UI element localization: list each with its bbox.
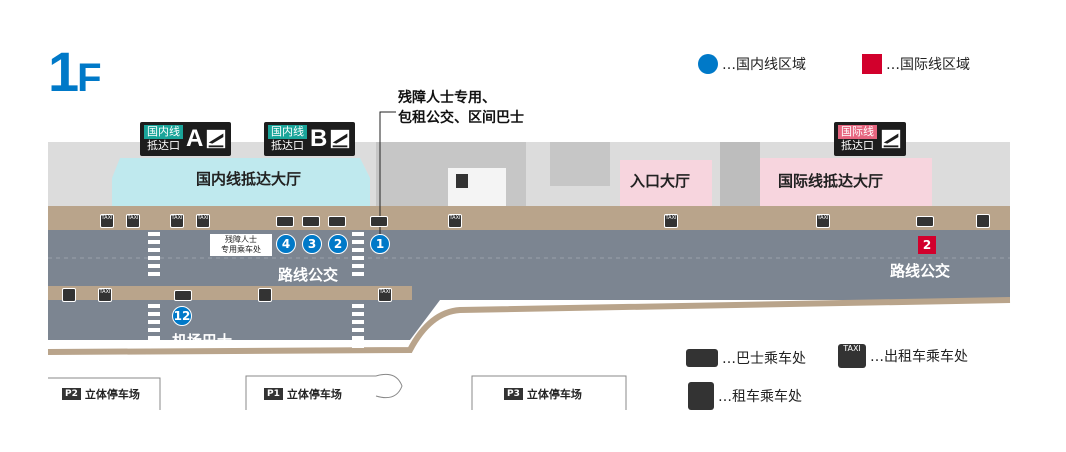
parking-p2-outline: [48, 377, 161, 410]
parking-p1-outline: [245, 375, 376, 410]
floor-label: 1F: [48, 40, 102, 103]
taxi-icon: TAXI: [838, 344, 866, 368]
intl-bus-stop-2[interactable]: 2: [922, 238, 932, 252]
road: [48, 230, 1010, 340]
exit-a-letter: A: [186, 125, 204, 152]
accessible-boarding-label: 残障人士 专用乘车处: [221, 235, 261, 254]
bus-stop-4[interactable]: 4: [276, 234, 296, 254]
exit-b-letter: B: [310, 125, 328, 152]
note-line-1: 残障人士专用、: [398, 90, 496, 106]
bus-icon: [916, 216, 934, 227]
bus-icon: [302, 216, 320, 227]
special-bus-note: 残障人士专用、 包租公交、区间巴士: [398, 88, 524, 128]
bus-icon: [370, 216, 388, 227]
parking-p3-outline: [471, 375, 627, 410]
taxi-icon: TAXI: [196, 214, 210, 228]
note-leader-line: [379, 111, 396, 234]
taxi-icon: TAXI: [100, 214, 114, 228]
legend-domestic-label: …国内线区域: [722, 57, 806, 73]
airport-bus-stop-12[interactable]: 12: [172, 306, 192, 326]
exit-intl-tag1: 国际线: [838, 125, 877, 139]
domestic-hall-area: [112, 158, 370, 206]
legend-rental: …租车乘车处: [688, 382, 802, 410]
elevator-icon: [456, 174, 468, 188]
taxi-icon: TAXI: [816, 214, 830, 228]
taxi-icon: TAXI: [98, 288, 112, 302]
legend-international-label: …国际线区域: [886, 57, 970, 73]
bus-icon: [686, 349, 718, 367]
taxi-icon: TAXI: [378, 288, 392, 302]
rental-car-icon: [258, 288, 272, 302]
bus-icon: [174, 290, 192, 301]
arrival-plane-icon: [881, 129, 901, 149]
taxi-icon: TAXI: [126, 214, 140, 228]
rental-car-icon: [688, 382, 714, 410]
legend-bus: …巴士乘车处: [686, 348, 806, 368]
bus-stop-2[interactable]: 2: [328, 234, 348, 254]
airport-bus-label: 机场巴士: [172, 332, 233, 350]
intl-stop-marker: [918, 236, 936, 254]
exit-b-tag2: 抵达口: [271, 139, 304, 152]
international-area-swatch: [862, 54, 882, 74]
bus-stop-3[interactable]: 3: [302, 234, 322, 254]
block-2: [550, 142, 610, 186]
road-edge: [47, 297, 1011, 355]
parking-p1-ramp: [375, 373, 403, 399]
legend-taxi: TAXI …出租车乘车处: [838, 344, 968, 368]
median: [48, 286, 412, 300]
exit-b-sign: 国内线 抵达口 B: [264, 122, 356, 156]
entrance-hall-area: [620, 160, 712, 206]
domestic-route-bus-label: 路线公交: [278, 266, 339, 284]
rental-car-icon: [976, 214, 990, 228]
legend-international: …国际线区域: [862, 54, 970, 74]
note-line-2: 包租公交、区间巴士: [398, 110, 524, 126]
taxi-icon: TAXI: [664, 214, 678, 228]
accessible-box: [210, 234, 272, 256]
arrival-plane-icon: [207, 129, 226, 149]
taxi-icon: TAXI: [170, 214, 184, 228]
legend-domestic: …国内线区域: [698, 54, 806, 74]
international-hall-label: 国际线抵达大厅: [778, 172, 884, 190]
exit-a-tag2: 抵达口: [147, 139, 180, 152]
exit-a-sign: 国内线 抵达口 A: [140, 122, 232, 156]
exit-intl-tag2: 抵达口: [841, 139, 874, 152]
bus-icon: [328, 216, 346, 227]
intl-route-bus-label: 路线公交: [890, 262, 951, 280]
entrance-hall-label: 入口大厅: [630, 172, 691, 190]
crosswalks: [148, 232, 364, 348]
curb-sidewalk: [48, 206, 1010, 230]
exit-a-tag1: 国内线: [144, 125, 183, 139]
bus-icon: [276, 216, 294, 227]
bus-stop-1[interactable]: 1: [370, 234, 390, 254]
block-3: [720, 142, 760, 206]
taxi-icon: TAXI: [448, 214, 462, 228]
exit-b-tag1: 国内线: [268, 125, 307, 139]
domestic-area-swatch: [698, 54, 718, 74]
exit-intl-sign: 国际线 抵达口: [834, 122, 906, 156]
domestic-hall-label: 国内线抵达大厅: [196, 170, 302, 188]
international-hall-area: [760, 158, 932, 206]
arrival-plane-icon: [331, 129, 350, 149]
rental-car-icon: [62, 288, 76, 302]
